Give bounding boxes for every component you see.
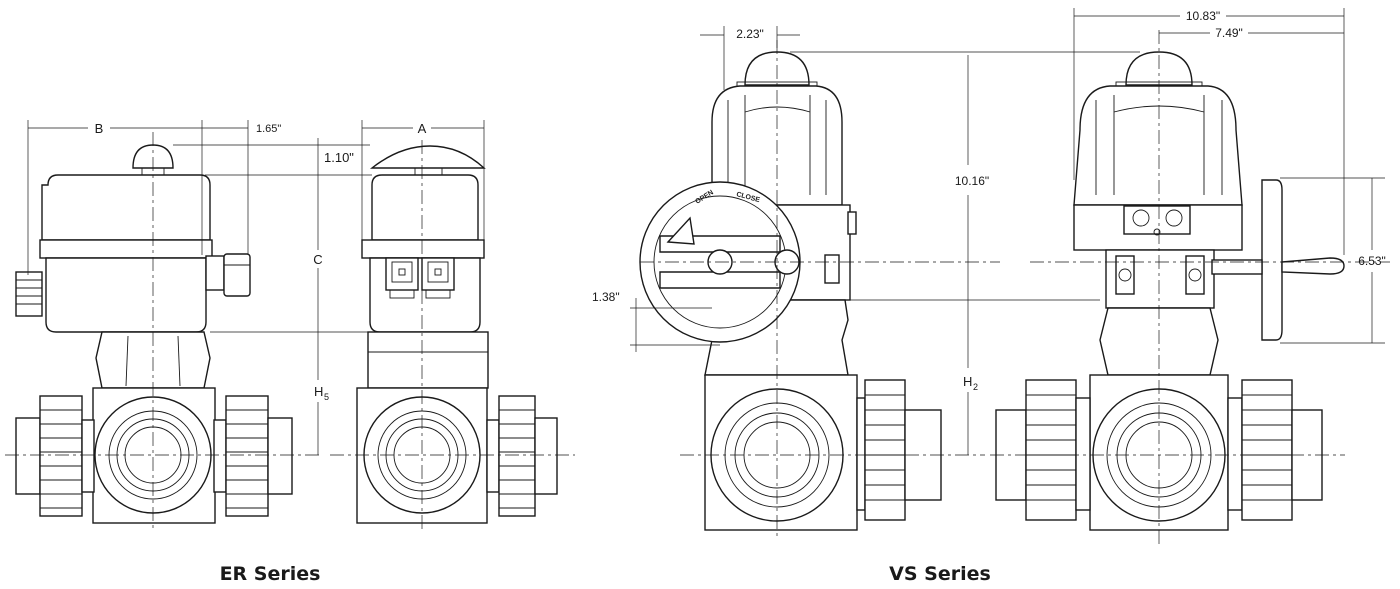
- vs-dim-6-53: 6.53": [1358, 254, 1386, 268]
- vs-front-view: OPEN CLOSE: [639, 40, 1000, 540]
- vs-dim-h: H: [963, 374, 972, 389]
- er-front-handle: [369, 145, 486, 169]
- er-dim-b: B: [95, 121, 104, 136]
- vs-dim-10-83: 10.83": [1186, 9, 1220, 23]
- vs-dim-7-49: 7.49": [1215, 26, 1243, 40]
- er-dim-1-10: 1.10": [324, 150, 354, 165]
- er-side-actuator-base: [45, 257, 207, 333]
- er-dim-h: H: [314, 384, 323, 399]
- vs-side-view: [990, 30, 1390, 545]
- er-dim-h-subscript: 5: [324, 392, 329, 402]
- er-dimensions: B 1.65" A 1.10" C H 5: [27, 120, 485, 455]
- vs-front-valve-body: [704, 374, 858, 531]
- er-side-actuator-band: [39, 239, 213, 259]
- er-front-neck: [367, 331, 489, 389]
- er-terminal-left: [385, 257, 419, 291]
- er-dim-a: A: [418, 121, 427, 136]
- vs-series-caption: VS Series: [889, 563, 991, 585]
- vs-dim-2-23: 2.23": [736, 27, 764, 41]
- vs-side-handwheel-rim[interactable]: [1261, 179, 1283, 341]
- vs-dim-10-16: 10.16": [955, 174, 989, 188]
- er-series-caption: ER Series: [220, 563, 321, 585]
- er-terminal-right: [421, 257, 455, 291]
- vs-side-actuator-cover: [1073, 85, 1243, 206]
- vs-dimensions: 2.23" 10.16" H 2 1.38" 10.83" 7.49" 6.53…: [592, 8, 1386, 455]
- er-side-view: [5, 132, 320, 530]
- vs-side-crank-handle[interactable]: [1281, 257, 1345, 275]
- er-front-actuator-cover: [371, 174, 479, 241]
- er-front-view: [330, 140, 575, 530]
- vs-dim-1-38: 1.38": [592, 290, 620, 304]
- er-dim-c: C: [313, 252, 322, 267]
- er-dim-1-65: 1.65": [256, 123, 281, 135]
- vs-dim-h-subscript: 2: [973, 382, 978, 392]
- er-side-gland: [15, 271, 43, 317]
- vs-side-terminal-block: [1123, 205, 1191, 235]
- er-side-actuator-cover: [41, 174, 211, 241]
- er-side-connector: [205, 255, 225, 291]
